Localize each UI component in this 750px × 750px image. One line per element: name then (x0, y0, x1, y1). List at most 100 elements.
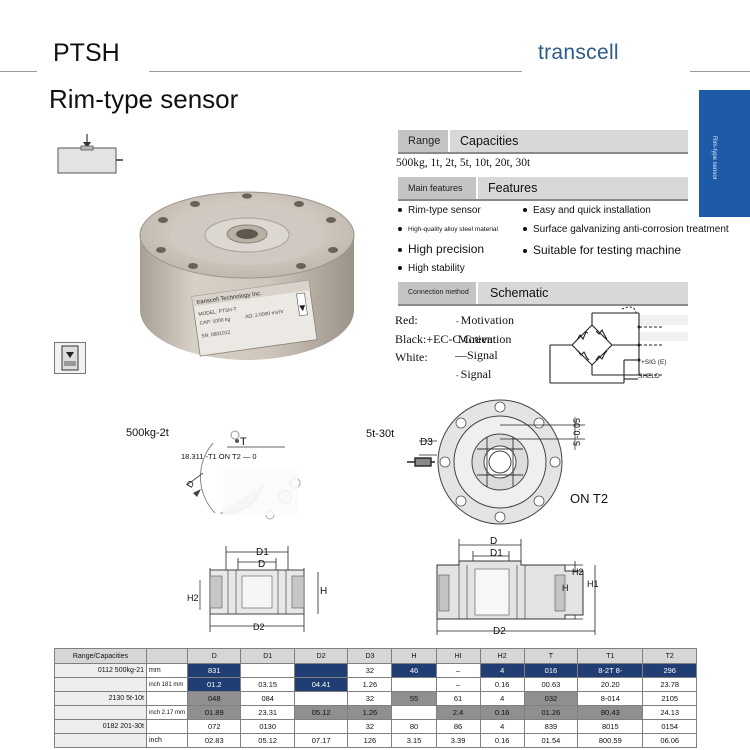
table-cell-range: 0182 201-30t (54, 719, 147, 734)
right-section-D2: D2 (493, 626, 506, 637)
table-cell (293, 719, 349, 734)
table-cell: 8015 (577, 719, 644, 734)
table-cell: 02.83 (187, 733, 242, 748)
table-header: D (187, 648, 242, 664)
table-header: T (523, 648, 579, 664)
table-header: Range/Capacities (54, 648, 147, 664)
table-cell: 3.39 (435, 733, 481, 748)
right-range-label: 5t-30t (366, 428, 395, 440)
table-cell: 20.20 (577, 677, 644, 692)
wire-signal: - Motivation (456, 313, 515, 327)
plate-model: MODEL: PTSH-T (198, 307, 237, 318)
wire-signal: Motivation (458, 332, 512, 346)
bullet-icon (398, 266, 402, 271)
feature-item: Suitable for testing machine (523, 243, 681, 257)
table-cell: 32 (347, 663, 393, 678)
table-cell: 80 (391, 719, 437, 734)
table-cell-range (54, 733, 147, 748)
table-cell: 048 (187, 691, 242, 706)
left-t-label: T (240, 436, 247, 448)
table-header: D3 (347, 648, 393, 664)
table-cell: 831 (187, 663, 242, 678)
table-header: D2 (293, 648, 349, 664)
table-cell: 55 (391, 691, 437, 706)
table-cell: 3.15 (391, 733, 437, 748)
wire-signal: —Signal (455, 348, 498, 362)
table-header: T2 (642, 648, 697, 664)
left-dimension-note: 18.311 -T1 ON T2 — 0 (181, 452, 257, 461)
feature-item: Easy and quick installation (523, 205, 651, 216)
table-cell: 04.41 (293, 677, 349, 692)
features-title: Features (488, 181, 538, 195)
right-section-D1: D1 (490, 548, 503, 559)
table-header: D1 (240, 648, 295, 664)
bridge-schematic: +SIG (E) SHELD (549, 306, 688, 384)
right-section-H: H (562, 583, 569, 593)
table-cell-range: 2130 5t-10t (54, 691, 147, 706)
table-header: H2 (479, 648, 525, 664)
sig-label: +SIG (E) (641, 359, 666, 366)
table-cell: 86 (435, 719, 481, 734)
table-row: 0112 500kg-21 mm 831 32 46 – 4 016 8-2T … (54, 663, 697, 678)
wire-color: Black:+EC-C Green: (395, 332, 497, 346)
table-cell: 00.63 (523, 677, 579, 692)
left-section-D2: D2 (253, 622, 265, 632)
shield-label: SHELD (638, 373, 660, 380)
right-section-view (436, 539, 596, 635)
table-header: HI (435, 648, 481, 664)
page-title: Rim-type sensor (49, 84, 239, 114)
bullet-icon (398, 227, 402, 232)
range-key: Range (398, 130, 450, 152)
wire-color: Red: (395, 313, 418, 327)
table-cell-unit: inch (145, 733, 189, 748)
table-cell-unit: inch 2.17 mm (145, 705, 189, 720)
table-cell: 1.26 (347, 705, 393, 720)
plate-cap: CAP: 1000 kg (199, 316, 231, 326)
table-cell: 2.4 (435, 705, 481, 720)
features-key: Main features (398, 177, 478, 199)
table-cell: 8-2T 8- (577, 663, 644, 678)
table-cell: 80.43 (577, 705, 644, 720)
feature-item: High precision (398, 242, 484, 256)
bullet-icon (523, 208, 527, 213)
left-section-D: D (258, 559, 266, 570)
table-header: T1 (577, 648, 644, 664)
right-dimension-label: 5 -0.05 (572, 417, 582, 446)
table-cell-range (54, 705, 147, 720)
table-cell: 05.12 (293, 705, 349, 720)
table-cell (293, 663, 349, 678)
left-section-D1: D1 (256, 547, 269, 558)
table-cell: 8-014 (577, 691, 644, 706)
table-row: 2130 5t-10t 048 084 32 55 61 4 032 8-014… (54, 691, 697, 706)
plate-sn: SN: 0801012 (201, 330, 231, 340)
connection-bar: Connection method Schematic (398, 282, 688, 306)
table-cell: 4 (479, 663, 525, 678)
table-cell: – (435, 663, 481, 678)
brand-name: transcell (522, 34, 690, 74)
table-cell: 800.59 (577, 733, 644, 748)
table-cell-unit: mm (145, 663, 189, 678)
header-divider (0, 71, 750, 72)
left-section-H2: H2 (187, 593, 199, 603)
plate-ao: AO: 2.0000 mV/V (245, 309, 285, 320)
table-cell: 0.16 (479, 705, 525, 720)
table-cell (391, 705, 437, 720)
table-cell: 0154 (642, 719, 697, 734)
left-range-label: 500kg-2t (126, 427, 169, 439)
table-row: inch 181 mm 01.2 03.15 04.41 1.26 – 0.16… (54, 677, 697, 692)
table-cell: 05.12 (240, 733, 295, 748)
bullet-icon (398, 247, 402, 252)
right-top-view (407, 399, 585, 525)
side-tab[interactable]: Rim-type sensor (699, 90, 750, 217)
left-section-view (199, 546, 319, 632)
table-header: H (391, 648, 437, 664)
table-cell: 07.17 (293, 733, 349, 748)
right-section-H1: H1 (587, 579, 599, 589)
table-cell: – (435, 677, 481, 692)
table-cell-unit: inch 181 mm (145, 677, 189, 692)
right-section-D: D (490, 536, 498, 547)
table-cell: 61 (435, 691, 481, 706)
range-title: Capacities (460, 134, 519, 148)
table-cell: 2105 (642, 691, 697, 706)
table-cell (240, 663, 295, 678)
